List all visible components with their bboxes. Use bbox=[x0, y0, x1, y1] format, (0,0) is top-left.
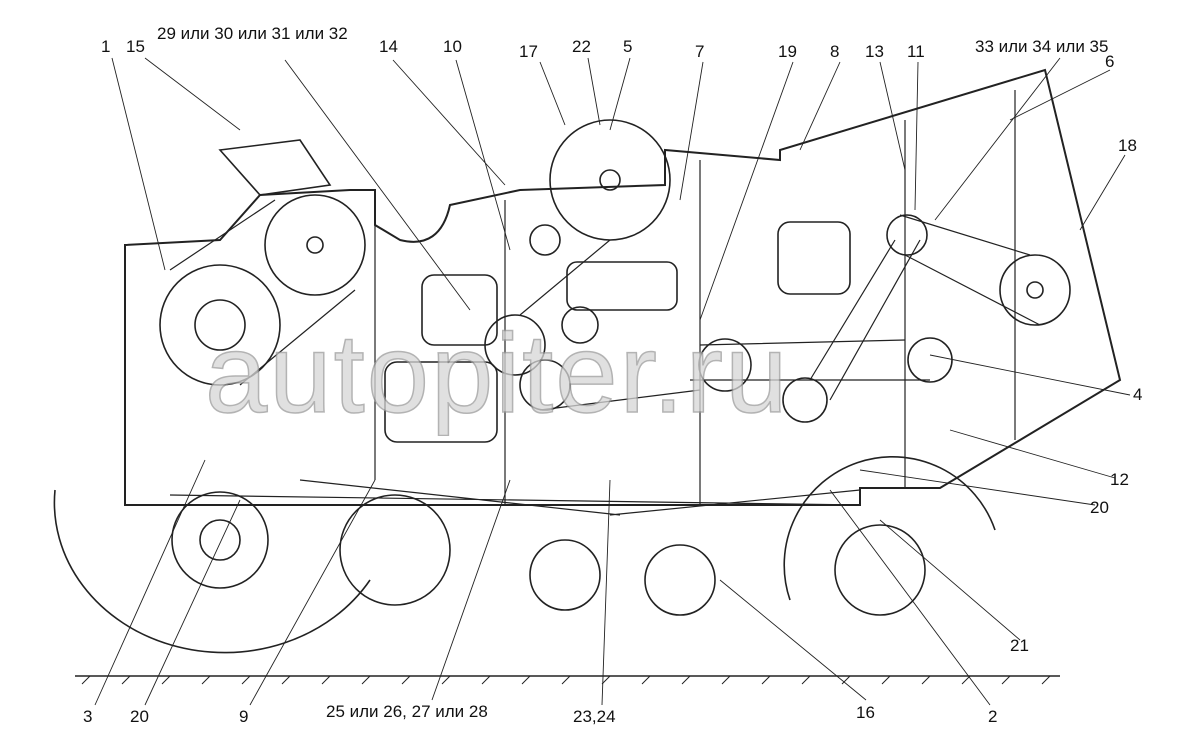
pulleys bbox=[159, 119, 1071, 423]
part-label: 11 bbox=[907, 42, 925, 61]
inspection-window bbox=[777, 221, 851, 295]
part-label: 16 bbox=[856, 703, 875, 722]
part-label: 13 bbox=[865, 42, 884, 61]
part-label: 9 bbox=[239, 707, 249, 726]
ground-hatching bbox=[81, 675, 1051, 685]
inspection-window bbox=[566, 261, 678, 311]
inspection-window bbox=[384, 361, 498, 443]
part-label: 5 bbox=[623, 37, 633, 56]
watermark: autopiter.ru bbox=[204, 311, 790, 436]
belts bbox=[169, 199, 1041, 516]
part-label: 33 или 34 или 35 bbox=[975, 37, 1109, 56]
part-label: 15 bbox=[126, 37, 145, 56]
part-label: 8 bbox=[830, 42, 840, 61]
part-label: 25 или 26, 27 или 28 bbox=[326, 702, 488, 721]
part-label: 12 bbox=[1110, 470, 1129, 489]
leader-lines bbox=[94, 57, 1131, 706]
wheels bbox=[53, 455, 996, 654]
part-label: 19 bbox=[778, 42, 797, 61]
part-label: 21 bbox=[1010, 636, 1029, 655]
part-label: 17 bbox=[519, 42, 538, 61]
upper-mechanism bbox=[218, 139, 332, 196]
part-label: 18 bbox=[1118, 136, 1137, 155]
part-label: 20 bbox=[1090, 498, 1109, 517]
part-label: 7 bbox=[695, 42, 705, 61]
part-label: 10 bbox=[443, 37, 462, 56]
part-label: 29 или 30 или 31 или 32 bbox=[157, 24, 348, 43]
inspection-window bbox=[421, 274, 498, 346]
part-label: 1 bbox=[101, 37, 111, 56]
frame-outline bbox=[124, 68, 1122, 506]
part-label: 6 bbox=[1105, 52, 1115, 71]
part-label: 2 bbox=[988, 707, 998, 726]
part-label: 23,24 bbox=[573, 707, 616, 726]
part-label: 14 bbox=[379, 37, 398, 56]
part-label: 4 bbox=[1133, 385, 1143, 404]
part-label: 20 bbox=[130, 707, 149, 726]
part-label: 22 bbox=[572, 37, 591, 56]
part-label: 3 bbox=[83, 707, 93, 726]
